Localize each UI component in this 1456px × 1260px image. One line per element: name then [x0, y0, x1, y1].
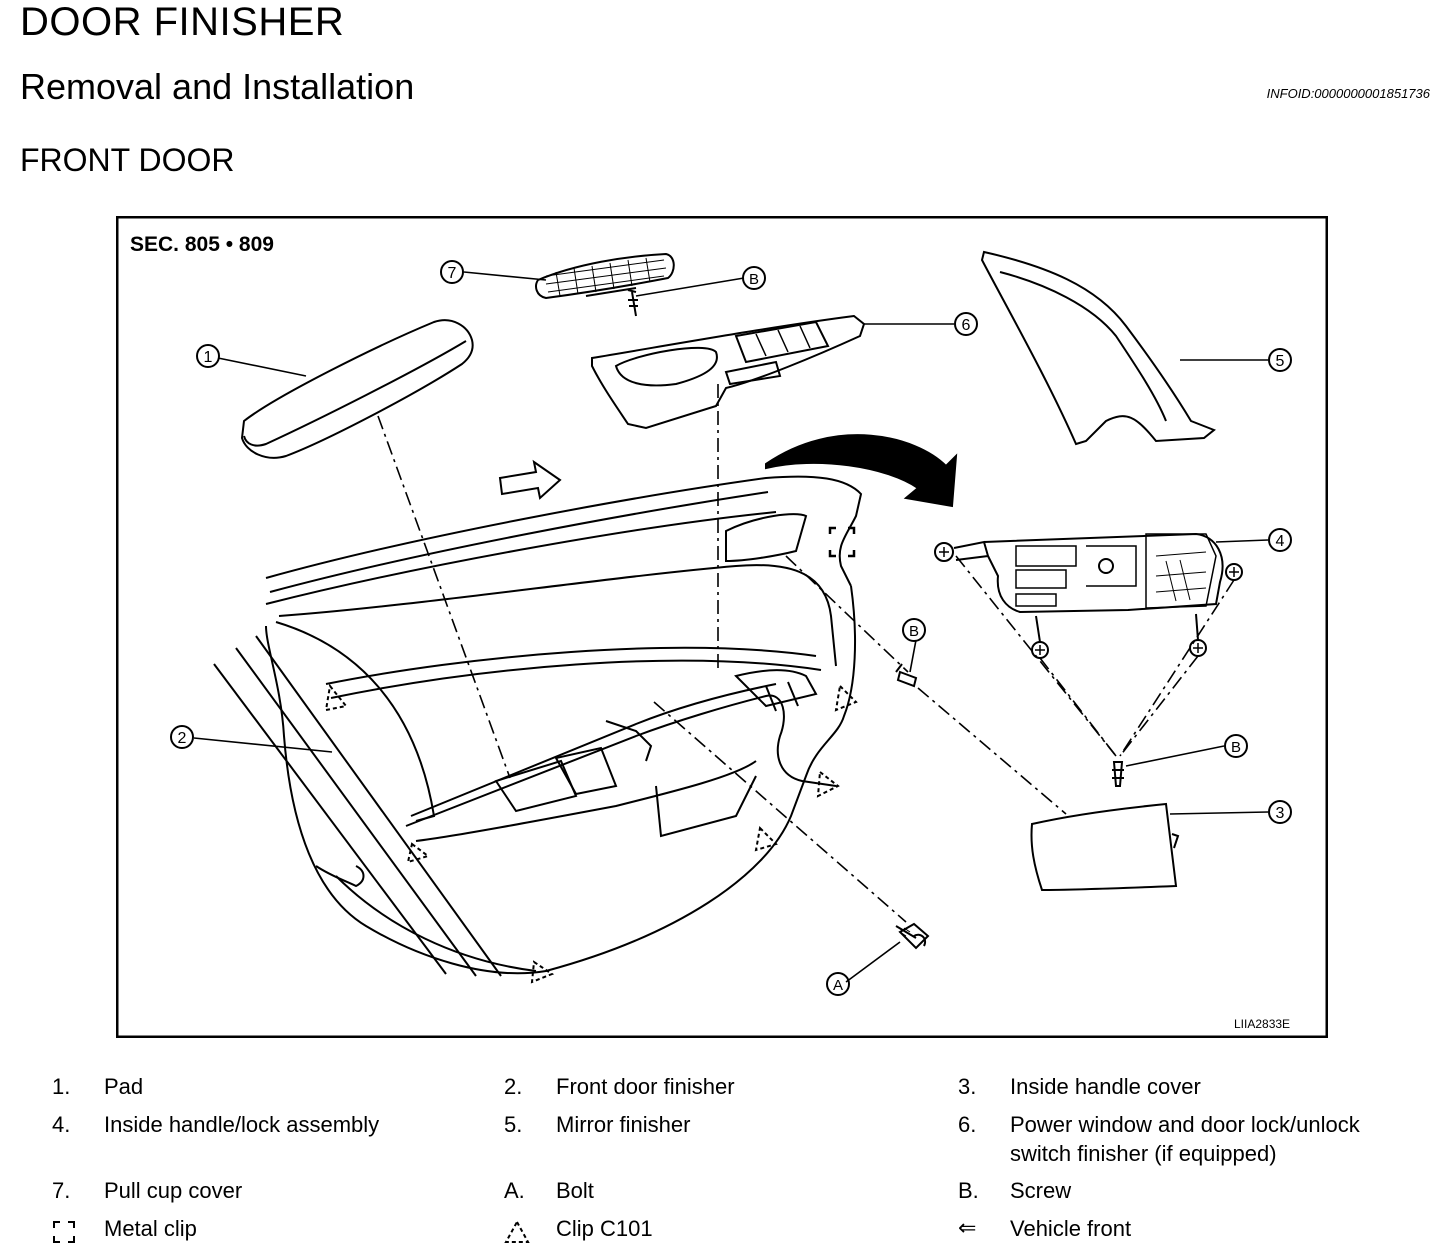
callout-1: 1	[196, 344, 220, 368]
info-id: INFOID:0000000001851736	[1266, 86, 1430, 101]
figure-code: LIIA2833E	[1234, 1017, 1290, 1031]
callout-b-right: B	[1224, 734, 1248, 758]
mirror-finisher-part	[980, 250, 1216, 446]
svg-text:B: B	[1231, 739, 1241, 756]
switch-finisher-part	[591, 314, 866, 430]
callout-2: 2	[170, 725, 194, 749]
metal-clip-icon	[52, 1220, 92, 1251]
callout-4: 4	[1268, 528, 1292, 552]
callout-3: 3	[1268, 800, 1292, 824]
page-subtitle: Removal and Installation	[20, 66, 415, 107]
section-code-label: SEC. 805 • 809	[130, 233, 274, 256]
svg-text:4: 4	[1276, 533, 1285, 550]
clip-triangle-icon	[816, 770, 840, 798]
clip-triangle-icon	[530, 960, 555, 984]
clip-triangle-icon	[504, 1219, 544, 1251]
clip-triangle-icon	[324, 683, 348, 712]
svg-text:6: 6	[962, 317, 971, 334]
svg-text:5: 5	[1276, 353, 1285, 370]
callout-7: 7	[440, 260, 464, 284]
exploded-diagram: SEC. 805 • 809 LIIA2833E	[116, 216, 1328, 1038]
page-title: DOOR FINISHER	[20, 0, 345, 44]
clip-triangle-icon	[406, 842, 431, 864]
inside-handle-assembly-part	[934, 532, 1243, 659]
front-door-finisher	[213, 475, 863, 977]
svg-text:B: B	[909, 623, 919, 640]
curved-arrow	[765, 434, 958, 508]
pull-cup-cover-part	[535, 252, 675, 300]
callout-5: 5	[1268, 348, 1292, 372]
legend: 1. Pad 2. Front door finisher 3. Inside …	[0, 1068, 1456, 1258]
alignment-lines	[377, 384, 1235, 923]
section-heading: FRONT DOOR	[20, 142, 235, 178]
svg-text:7: 7	[448, 265, 457, 282]
svg-text:1: 1	[204, 349, 213, 366]
clip-triangle-icon	[834, 683, 858, 712]
metal-clip-icon	[828, 526, 856, 558]
svg-text:A: A	[833, 977, 843, 994]
callout-6: 6	[954, 312, 978, 336]
leader-lines	[193, 271, 1269, 983]
arrow-left-icon: ⇐	[958, 1216, 977, 1241]
inside-handle-cover-part	[1030, 802, 1180, 892]
pad-part	[240, 319, 474, 459]
svg-text:2: 2	[178, 730, 187, 747]
clip-markers	[324, 683, 858, 984]
bolt-part	[895, 922, 930, 950]
callout-b-mid: B	[902, 618, 926, 642]
callout-b-top: B	[742, 266, 766, 290]
screw-parts	[627, 289, 1124, 787]
callout-a: A	[826, 972, 850, 996]
direction-arrow	[498, 459, 562, 500]
figure-frame	[116, 216, 1328, 1038]
svg-text:B: B	[749, 271, 759, 288]
svg-text:3: 3	[1276, 805, 1285, 822]
